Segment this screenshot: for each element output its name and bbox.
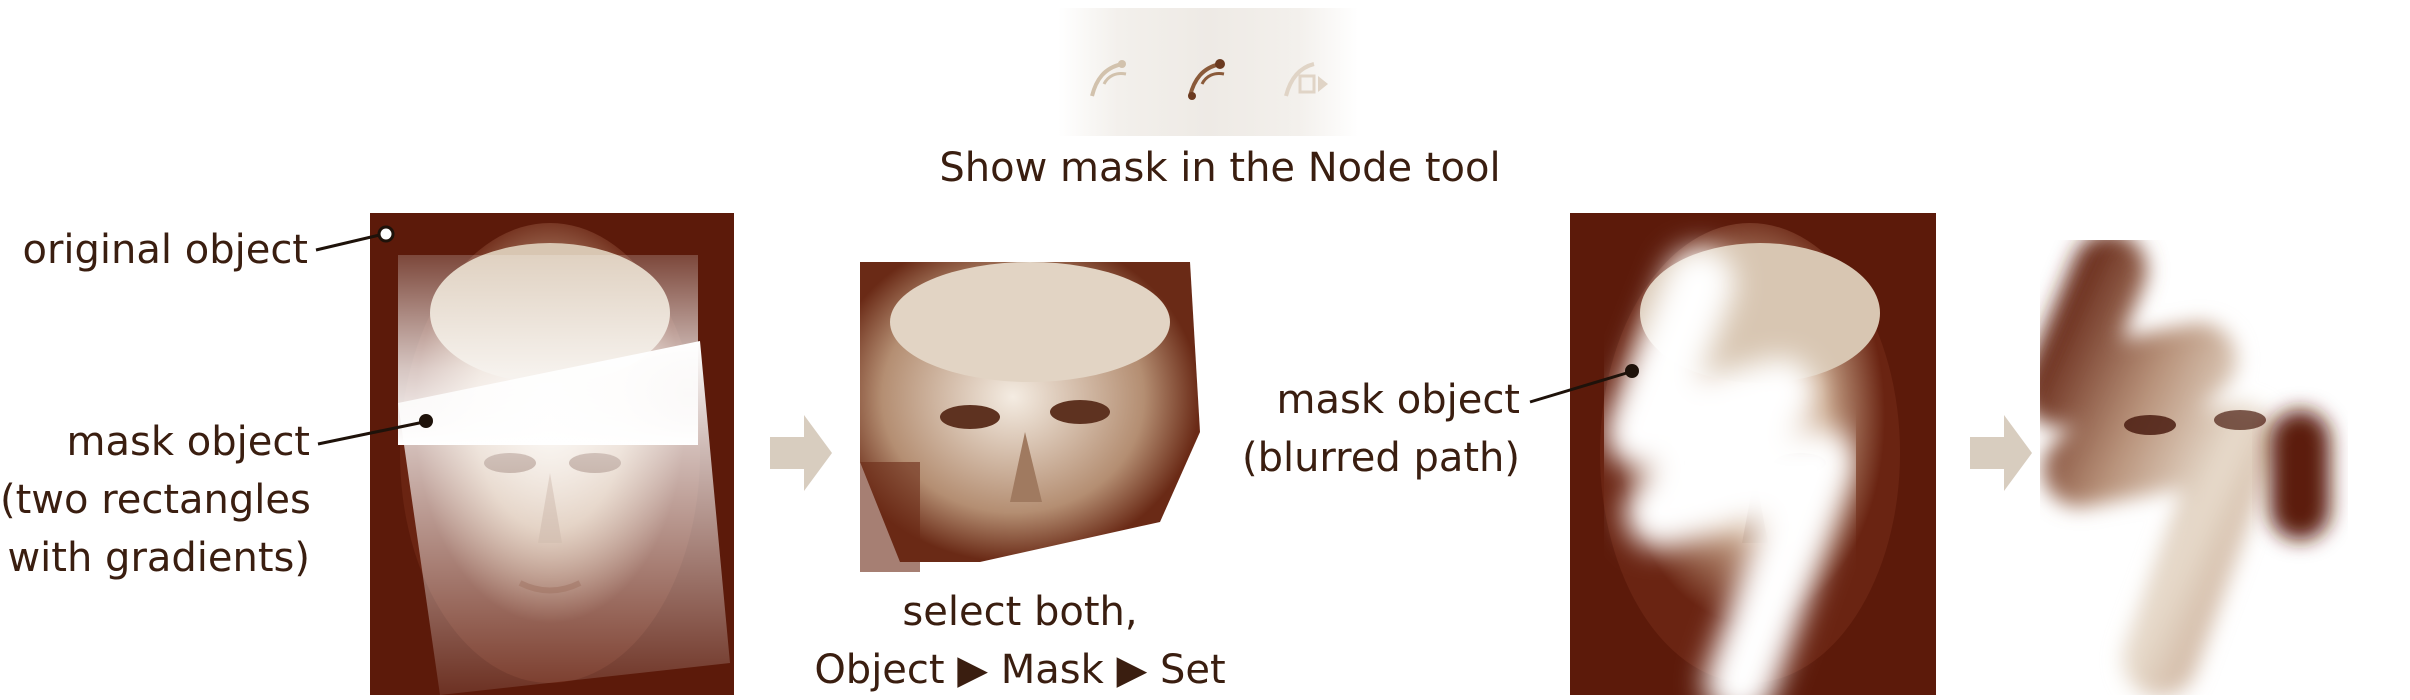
blurred-path-label: (blurred path) (1241, 435, 1520, 481)
original-object-image (370, 213, 734, 695)
arrow-right-2 (1970, 415, 2032, 491)
node-edit-icon[interactable] (1078, 46, 1142, 110)
blurred-result-image (2023, 233, 2360, 697)
title: Show mask in the Node tool (939, 145, 1501, 191)
show-mask-icon[interactable] (1274, 46, 1338, 110)
original-object-label: original object (22, 227, 309, 273)
mask-object-detail-1: (two rectangles (0, 477, 311, 523)
object-mask-set-label: Object ▶ Mask ▶ Set (814, 647, 1226, 693)
masked-result-image (860, 262, 1200, 695)
node-edit-active-icon[interactable] (1176, 46, 1240, 110)
mask-object-detail-2: with gradients) (7, 535, 310, 581)
blurred-mask-object-label: mask object (1276, 377, 1520, 423)
blurred-mask-image (1570, 213, 1936, 700)
arrow-right-1 (770, 415, 832, 491)
node-toolbar (1058, 8, 1358, 136)
select-both-label: select both, (902, 589, 1138, 635)
mask-object-label: mask object (66, 419, 310, 465)
